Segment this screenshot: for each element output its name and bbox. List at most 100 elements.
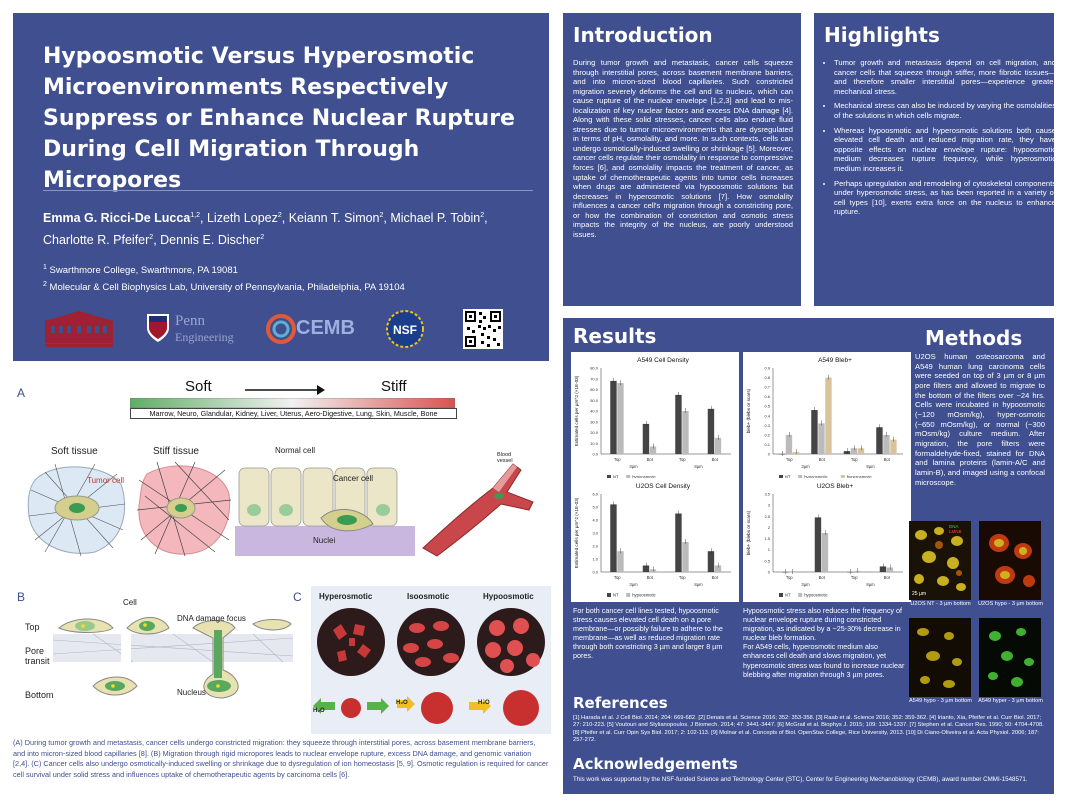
x-group-label: 3µm: [629, 464, 638, 469]
author-2-affil: 2: [277, 212, 282, 219]
y-tick-label: 0.9: [764, 366, 770, 371]
title-panel: Hypoosmotic Versus Hyperosmotic Microenv…: [13, 13, 549, 361]
author-3: , Keiann T. Simon: [281, 211, 380, 226]
legend-swatch: [798, 593, 803, 597]
cemb-wordmark: CEMB: [296, 317, 355, 339]
qr-code: [463, 309, 503, 349]
y-tick-label: 0.5: [764, 404, 770, 409]
y-tick-label: 2.0: [592, 544, 598, 549]
author-list: Emma G. Ricci-De Lucca1,2, Lizeth Lopez2…: [43, 211, 488, 248]
bar: [642, 565, 650, 572]
y-tick-label: 1.0: [592, 557, 598, 562]
bar: [857, 448, 865, 454]
micrograph-u2os-hypo: [979, 521, 1041, 600]
soft-label: Soft: [185, 378, 212, 395]
y-tick-label: 0: [768, 570, 771, 575]
micrograph-caption: U2OS NT - 3 µm bottom: [910, 601, 971, 607]
y-tick-label: 1.5: [764, 536, 770, 541]
results-heading: Results: [573, 324, 657, 348]
bar: [883, 434, 890, 454]
figure-caption: (A) During tumor growth and metastasis, …: [13, 738, 549, 779]
micrograph-caption: A549 hypo - 3 µm bottom: [909, 698, 972, 704]
y-tick-label: 3.0: [592, 531, 598, 536]
bar: [714, 437, 722, 454]
results-text-left: For both cancer cell lines tested, hypoo…: [573, 606, 723, 661]
nsf-logo: NSF: [386, 310, 424, 348]
highlight-item: Mechanical stress can also be induced by…: [834, 101, 1056, 120]
nsf-wordmark: NSF: [393, 323, 417, 337]
introduction-heading: Introduction: [573, 23, 713, 47]
legend-label: NT: [785, 593, 791, 598]
bar: [785, 434, 793, 454]
legend-swatch: [626, 593, 631, 597]
nuclei-label: Nuclei: [313, 536, 336, 545]
legend-swatch: [779, 593, 783, 597]
author-4-affil: 2: [480, 212, 485, 219]
hypoosmotic-label: Hypoosmotic: [483, 592, 534, 601]
y-tick-label: 0.8: [764, 375, 770, 380]
panel-b-label: B: [17, 590, 26, 604]
dna-damage-label: DNA damage focus: [177, 614, 246, 623]
pore-migration-illustration: [53, 617, 293, 699]
affiliation-2: 2 Molecular & Cell Biophysics Lab, Unive…: [43, 281, 405, 294]
legend-swatch: [779, 475, 783, 479]
affiliation-1: 1 Swarthmore College, Swarthmore, PA 190…: [43, 264, 238, 277]
x-tick-label: Bot: [647, 575, 654, 580]
y-tick-label: 0.7: [764, 385, 770, 390]
legend-dna: DNA: [949, 524, 959, 529]
x-tick-label: Bot: [819, 457, 826, 462]
y-tick-label: 5.0: [592, 505, 598, 510]
y-tick-label: 10.0: [590, 441, 599, 446]
bar: [675, 394, 682, 454]
legend-label: NT: [613, 593, 619, 598]
y-tick-label: 0.3: [764, 423, 770, 428]
normal-cell-label: Normal cell: [275, 446, 316, 455]
y-tick-label: 3: [768, 503, 771, 508]
water-label: H₂O: [396, 700, 408, 706]
legend-label: NT: [785, 475, 791, 480]
cell-label: Cell: [123, 598, 137, 607]
y-tick-label: 3.5: [764, 492, 770, 497]
bar: [707, 551, 715, 572]
chart-title: U2OS Bleb+: [817, 483, 854, 490]
water-label: H₂O: [478, 700, 490, 706]
results-text-right: Hypoosmotic stress also reduces the freq…: [743, 606, 905, 679]
introduction-panel: Introduction During tumor growth and met…: [563, 13, 801, 306]
cemb-circle-icon: [266, 314, 296, 344]
blood-vessel-illustration: [422, 463, 534, 557]
soft-tissue-illustration: [27, 463, 126, 557]
swarthmore-logo: [45, 311, 113, 347]
bar: [675, 513, 682, 572]
bar: [843, 451, 851, 454]
panel-a-label: A: [17, 386, 26, 400]
micrograph-caption: U2OS hypo - 3 µm bottom: [977, 601, 1044, 607]
x-tick-label: Top: [786, 575, 793, 580]
legend-swatch: [840, 475, 845, 479]
panel-c-label: C: [293, 590, 302, 604]
highlights-heading: Highlights: [824, 23, 940, 47]
y-tick-label: 1: [768, 547, 771, 552]
blood-vessel-label: Blood vessel: [497, 452, 513, 464]
bar: [682, 411, 689, 454]
affiliations: 1 Swarthmore College, Swarthmore, PA 190…: [43, 261, 543, 295]
y-tick-label: 40.0: [590, 409, 599, 414]
bar: [617, 383, 624, 454]
author-1-affil: 1,2: [190, 212, 201, 219]
x-tick-label: Top: [614, 457, 621, 462]
bar: [682, 542, 689, 572]
y-tick-label: 0.4: [764, 413, 770, 418]
osmotic-cells-illustration: [313, 608, 545, 726]
y-tick-label: 0.0: [592, 452, 598, 457]
tumor-cell-label: Tumor cell: [87, 476, 125, 485]
x-group-label: 8µm: [694, 582, 703, 587]
author-2: , Lizeth Lopez: [200, 211, 278, 226]
arrow-right-icon: [245, 385, 325, 395]
cemb-logo: CEMB: [266, 309, 358, 349]
author-5-affil: 2: [149, 234, 154, 242]
chart-a549-bleb: A549 Bleb+bleb+ (blebs or scars)00.10.20…: [743, 352, 911, 484]
legend-label: hypoosmotic: [632, 475, 656, 480]
y-axis-label: Estimated cells per µm^2 (×1E-03): [574, 375, 579, 446]
x-tick-label: Top: [614, 575, 621, 580]
x-tick-label: Top: [679, 575, 686, 580]
